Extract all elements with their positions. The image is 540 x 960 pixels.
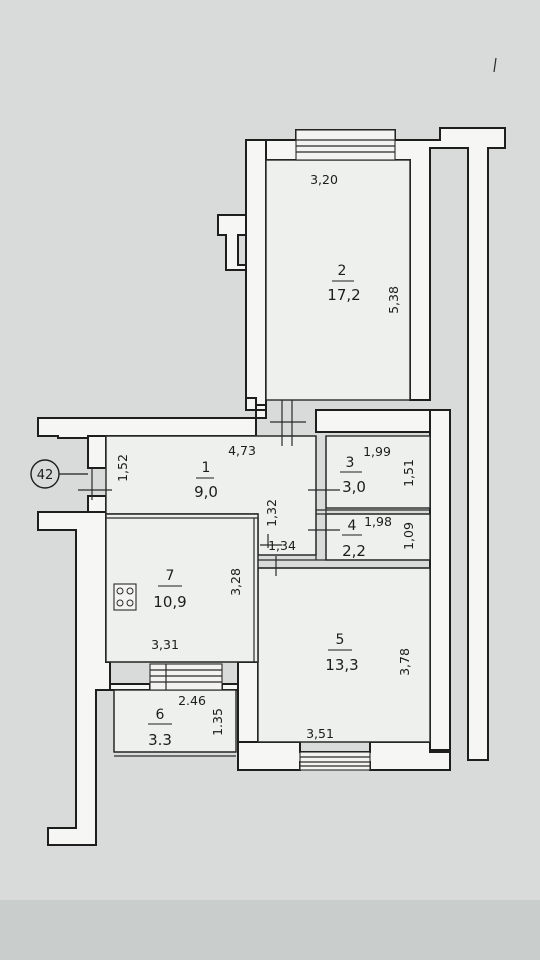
dim-r4-width: 1,98 xyxy=(364,514,392,529)
room-area-3: 3,0 xyxy=(342,478,366,496)
partitions xyxy=(106,436,430,757)
room-label-5: 5 13,3 xyxy=(325,632,358,674)
dim-corridor-depth: 1,32 xyxy=(264,499,279,527)
compass-tick-icon xyxy=(493,57,497,73)
room-label-1: 1 9,0 xyxy=(194,460,218,501)
room-label-3: 3 3,0 xyxy=(340,455,366,496)
dimension-labels: 3,20 5,38 4,73 1,52 1,99 1,51 1,98 1,09 … xyxy=(115,172,416,741)
room-label-2: 2 17,2 xyxy=(327,263,360,304)
door-ticks xyxy=(260,489,340,576)
dim-r3-depth: 1,51 xyxy=(401,459,416,487)
dim-r7-depth: 3,28 xyxy=(228,568,243,596)
room-area-6: 3.3 xyxy=(148,731,172,749)
dim-r6-width: 2.46 xyxy=(178,693,206,708)
room-labels: 2 17,2 1 9,0 3 3,0 4 2,2 5 13,3 7 10,9 xyxy=(148,263,366,749)
room-label-7: 7 10,9 xyxy=(153,568,186,611)
dim-r5-width: 3,51 xyxy=(306,726,334,741)
building-number-badge: 42 xyxy=(30,459,88,489)
room-number-4: 4 xyxy=(348,518,357,534)
dim-hall-depth: 1,52 xyxy=(115,454,130,482)
room-label-4: 4 2,2 xyxy=(342,518,366,560)
dim-r2-width: 3,20 xyxy=(310,172,338,187)
dim-corridor-width: 1,34 xyxy=(268,538,296,553)
room-number-5: 5 xyxy=(336,632,345,648)
dim-r3-width: 1,99 xyxy=(363,444,391,459)
room-number-7: 7 xyxy=(166,568,175,584)
entrance-door xyxy=(78,468,112,500)
dim-r6-depth: 1.35 xyxy=(210,708,225,736)
room-6 xyxy=(113,689,237,753)
dim-r2-length: 5,38 xyxy=(386,286,401,314)
door-room-2 xyxy=(270,400,306,446)
window-room-5 xyxy=(299,751,371,771)
dim-r7-width: 3,31 xyxy=(151,637,179,652)
dim-r5-depth: 3,78 xyxy=(397,648,412,676)
room-number-3: 3 xyxy=(346,455,355,471)
room-label-6: 6 3.3 xyxy=(148,707,172,749)
stove-icon xyxy=(113,583,137,611)
room-area-7: 10,9 xyxy=(153,593,186,611)
room-area-2: 17,2 xyxy=(327,286,360,304)
dim-r4-depth: 1,09 xyxy=(401,522,416,550)
room-number-6: 6 xyxy=(156,707,165,723)
rooms xyxy=(105,159,431,753)
room-area-5: 13,3 xyxy=(325,656,358,674)
room-number-2: 2 xyxy=(338,263,347,279)
window-room-2 xyxy=(295,129,396,161)
window-room-7 xyxy=(149,663,223,691)
room-number-1: 1 xyxy=(202,460,211,476)
room-area-4: 2,2 xyxy=(342,542,366,560)
dim-hall-width: 4,73 xyxy=(228,443,256,458)
building-number: 42 xyxy=(37,468,54,483)
room-area-1: 9,0 xyxy=(194,483,218,501)
room-2 xyxy=(265,159,411,401)
windows xyxy=(78,57,497,771)
